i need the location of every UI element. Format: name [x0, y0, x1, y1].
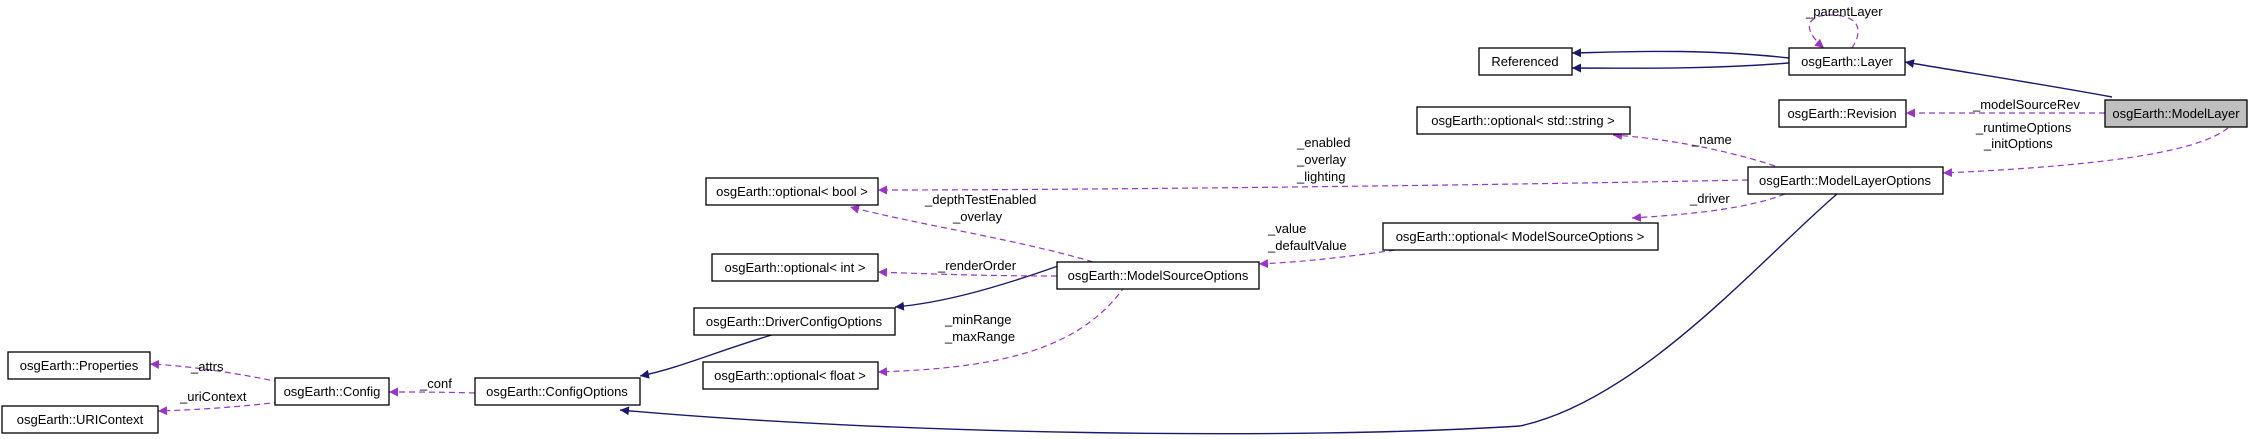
- edge-depthtest-overlay: [849, 204, 1094, 263]
- edge-label-value: _value: [1267, 221, 1306, 236]
- node-revision-label: osgEarth::Revision: [1787, 106, 1896, 121]
- edge-label-uricontext: _uriContext: [179, 389, 247, 404]
- node-model-layer[interactable]: osgEarth::ModelLayer: [2104, 99, 2248, 128]
- edge-label-lighting: _lighting: [1296, 169, 1345, 184]
- node-model-layer-options[interactable]: osgEarth::ModelLayerOptions: [1747, 166, 1944, 195]
- edge-conf: [388, 387, 476, 397]
- node-optional-string[interactable]: osgEarth::optional< std::string >: [1416, 106, 1631, 135]
- node-model-source-options[interactable]: osgEarth::ModelSourceOptions: [1056, 261, 1260, 290]
- edge-label-driver: _driver: [1689, 191, 1730, 206]
- edge-label-conf: _conf: [419, 376, 452, 391]
- node-optional-bool[interactable]: osgEarth::optional< bool >: [705, 177, 879, 206]
- node-model-layer-label: osgEarth::ModelLayer: [2112, 106, 2240, 121]
- edge-label-depthtestenabled: _depthTestEnabled: [924, 192, 1036, 207]
- edge-renderorder: [877, 267, 1058, 277]
- node-model-source-options-label: osgEarth::ModelSourceOptions: [1068, 268, 1249, 283]
- node-layer[interactable]: osgEarth::Layer: [1788, 47, 1906, 76]
- edge-modellayer-to-layer: [1904, 59, 2113, 98]
- edge-label-minrange: _minRange: [944, 312, 1012, 327]
- edge-enabled-overlay-lighting: [877, 179, 1749, 195]
- node-config-label: osgEarth::Config: [284, 384, 381, 399]
- edge-label-runtimeoptions: _runtimeOptions: [1975, 120, 2072, 135]
- edge-name: [1612, 131, 1776, 167]
- node-optional-float[interactable]: osgEarth::optional< float >: [702, 361, 879, 390]
- node-config-options[interactable]: osgEarth::ConfigOptions: [474, 377, 641, 406]
- edge-label-overlay-a: _overlay: [1296, 152, 1347, 167]
- edge-value-defaultvalue: [1258, 249, 1396, 269]
- node-config-options-label: osgEarth::ConfigOptions: [486, 384, 628, 399]
- node-referenced-label: Referenced: [1491, 54, 1558, 69]
- node-optional-string-label: osgEarth::optional< std::string >: [1431, 113, 1615, 128]
- edge-layer-to-referenced-a: [1571, 48, 1790, 59]
- node-uri-context[interactable]: osgEarth::URIContext: [1, 405, 159, 434]
- edge-parentlayer-self: [1808, 14, 1859, 49]
- edge-label-attrs: _attrs: [190, 359, 224, 374]
- edge-driver: [1631, 193, 1786, 222]
- edge-label-maxrange: _maxRange: [944, 329, 1015, 344]
- node-optional-int[interactable]: osgEarth::optional< int >: [711, 253, 879, 282]
- node-uri-context-label: osgEarth::URIContext: [17, 412, 144, 427]
- edge-label-overlay-b: _overlay: [952, 209, 1003, 224]
- node-properties[interactable]: osgEarth::Properties: [7, 351, 151, 380]
- edge-label-modelsourcerev: _modelSourceRev: [1972, 97, 2080, 112]
- node-optional-bool-label: osgEarth::optional< bool >: [716, 184, 868, 199]
- node-optional-float-label: osgEarth::optional< float >: [714, 368, 866, 383]
- edge-label-renderorder: _renderOrder: [937, 258, 1017, 273]
- edge-driverconfigoptions-to-configoptions: [639, 333, 776, 379]
- node-config[interactable]: osgEarth::Config: [274, 377, 390, 406]
- node-optional-model-source-options-label: osgEarth::optional< ModelSourceOptions >: [1396, 229, 1645, 244]
- node-driver-config-options[interactable]: osgEarth::DriverConfigOptions: [693, 307, 896, 336]
- node-layer-label: osgEarth::Layer: [1801, 54, 1893, 69]
- edge-runtime-init-options: [1942, 127, 2229, 178]
- edge-modellayeroptions-to-configoptions: [619, 193, 1838, 435]
- node-optional-model-source-options[interactable]: osgEarth::optional< ModelSourceOptions >: [1382, 222, 1659, 251]
- edge-modelsourceoptions-to-driverconfigoptions: [894, 265, 1059, 311]
- node-properties-label: osgEarth::Properties: [20, 358, 139, 373]
- node-model-layer-options-label: osgEarth::ModelLayerOptions: [1759, 173, 1931, 188]
- edge-label-enabled: _enabled: [1296, 135, 1351, 150]
- edge-label-parentlayer: _parentLayer: [1805, 4, 1883, 19]
- node-optional-int-label: osgEarth::optional< int >: [725, 260, 866, 275]
- edge-label-name: _name: [1691, 132, 1732, 147]
- edge-label-defaultvalue: _defaultValue: [1267, 238, 1347, 253]
- node-driver-config-options-label: osgEarth::DriverConfigOptions: [706, 314, 883, 329]
- edge-uricontext: [157, 401, 281, 416]
- node-referenced[interactable]: Referenced: [1478, 47, 1573, 76]
- node-revision[interactable]: osgEarth::Revision: [1778, 99, 1907, 128]
- edge-layer-to-referenced-b: [1571, 62, 1790, 73]
- edge-label-initoptions: _initOptions: [1983, 136, 2053, 151]
